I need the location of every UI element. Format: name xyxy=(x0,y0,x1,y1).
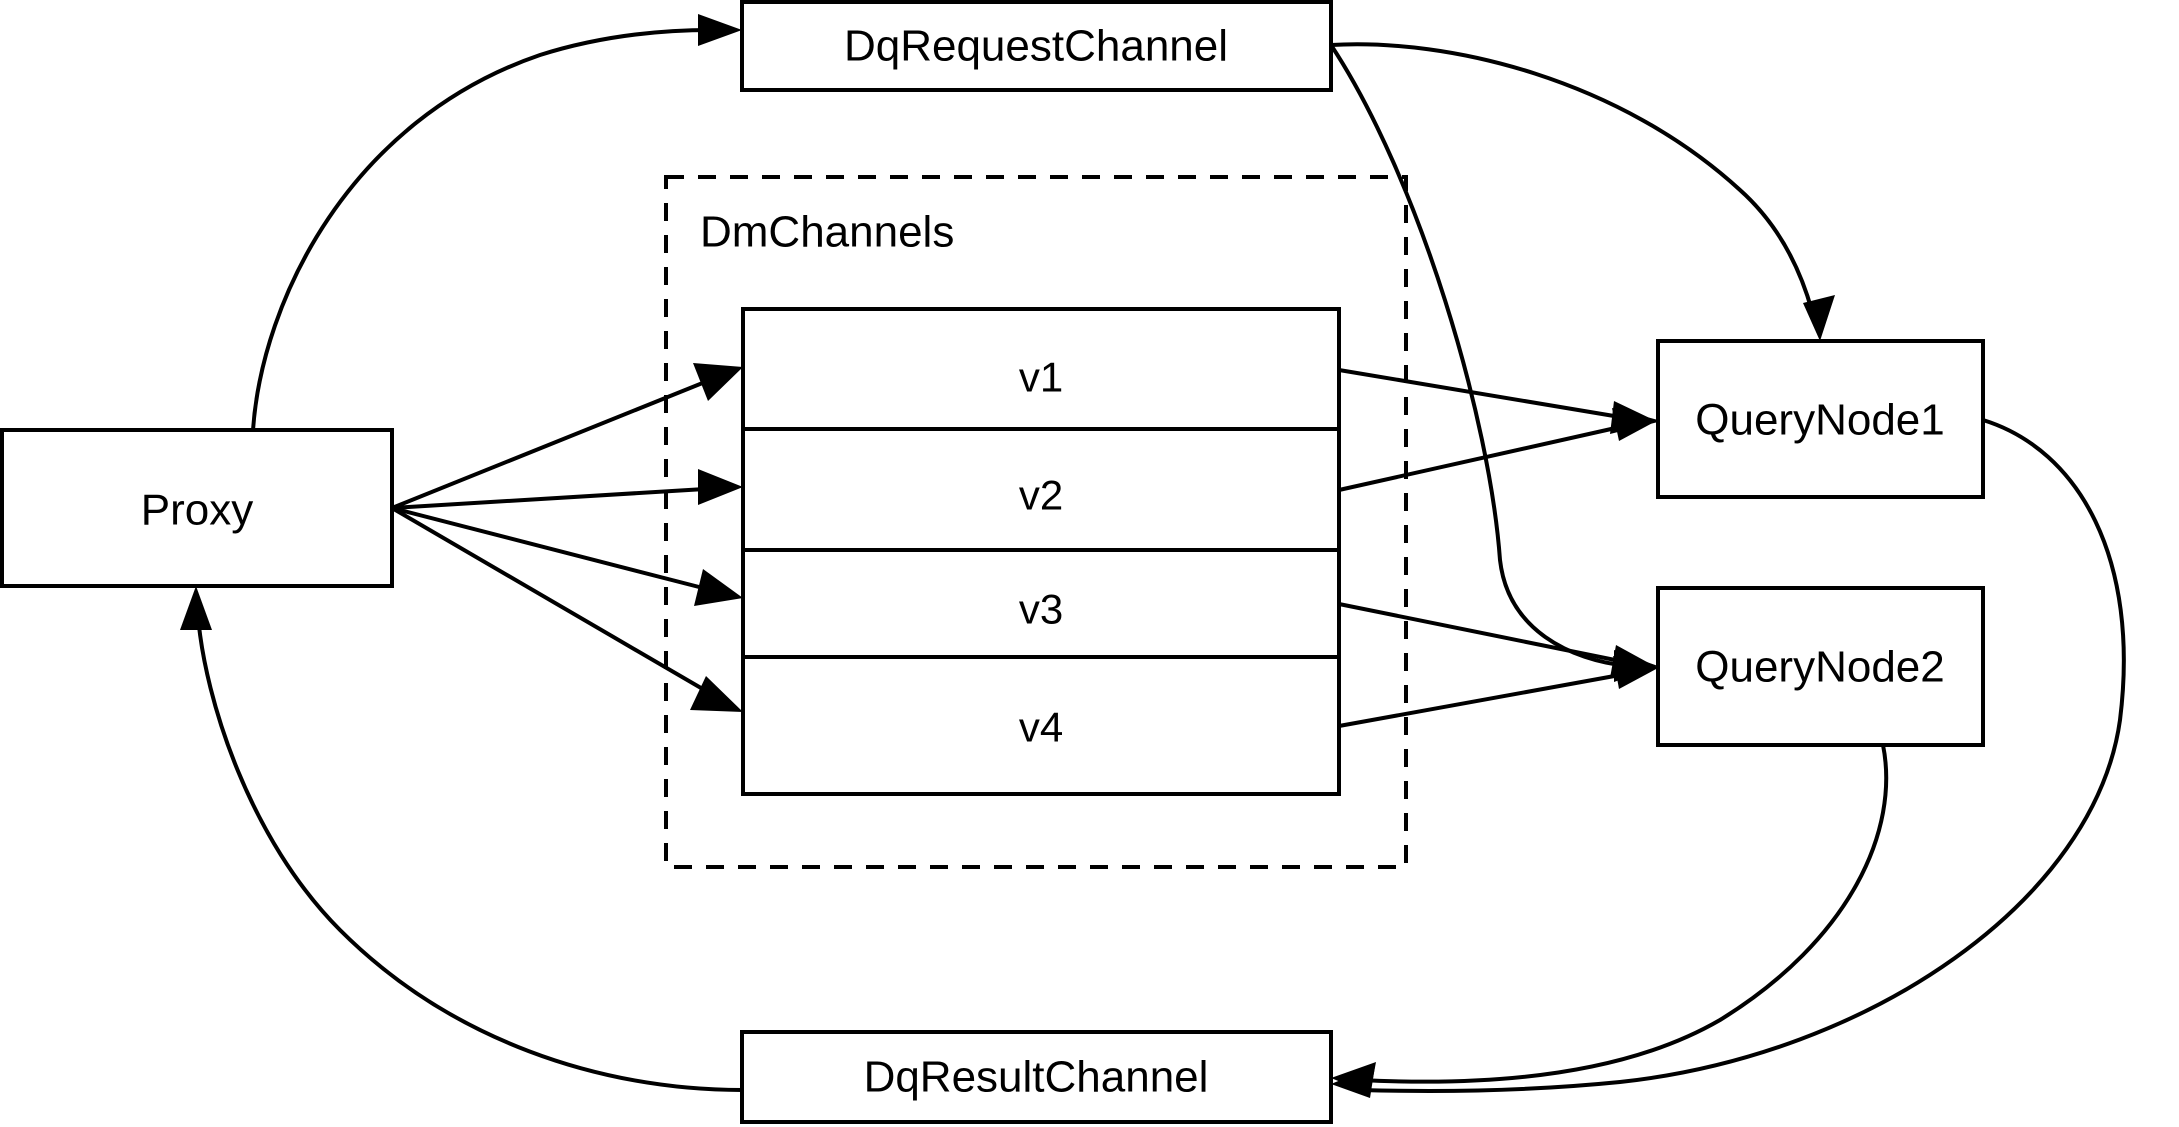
edge-v2-to-querynode1 xyxy=(1338,408,1658,492)
edge-v3-to-querynode2 xyxy=(1338,602,1658,678)
edge-proxy-to-v3 xyxy=(391,506,743,606)
arrowhead-icon xyxy=(180,586,212,630)
node-dq-result-channel-label: DqResultChannel xyxy=(864,1053,1209,1102)
vchannel-row-v2[interactable]: v2 xyxy=(1019,472,1063,519)
node-dq-request-channel-box[interactable] xyxy=(740,0,1333,92)
edge-dqrequestchannel-to-querynode2 xyxy=(1329,43,1658,682)
node-proxy-box[interactable] xyxy=(0,428,394,588)
edge-dqresultchannel-to-proxy xyxy=(180,586,743,1092)
edge-v1-to-querynode1 xyxy=(1338,368,1658,434)
node-dq-request-channel-label: DqRequestChannel xyxy=(844,22,1228,71)
edge-querynode2-to-dqresultchannel xyxy=(1331,744,1889,1094)
arrowhead-icon xyxy=(1331,1062,1376,1094)
vchannel-row-v3[interactable]: v3 xyxy=(1019,586,1063,633)
node-query-node-1-label: QueryNode1 xyxy=(1695,396,1944,445)
arrowhead-icon xyxy=(1613,656,1658,689)
node-query-node-2[interactable]: QueryNode2 xyxy=(1656,586,1985,747)
arrowhead-icon xyxy=(698,469,743,505)
edge-proxy-to-dqrequestchannel xyxy=(251,14,742,431)
vchannel-stack[interactable]: v1 v2 v3 v4 xyxy=(741,307,1341,796)
dmchannels-group: DmChannels xyxy=(664,175,1408,869)
node-dq-result-channel[interactable]: DqResultChannel xyxy=(740,1030,1333,1124)
edge-proxy-to-v1 xyxy=(391,363,743,510)
edge-querynode1-to-dqresultchannel xyxy=(1331,418,2126,1098)
dmchannels-group-label: DmChannels xyxy=(700,208,954,257)
edge-dqrequestchannel-to-querynode1 xyxy=(1330,42,1835,341)
node-query-node-1-box[interactable] xyxy=(1656,339,1985,499)
vchannel-row-v1[interactable]: v1 xyxy=(1019,354,1063,401)
node-query-node-2-box[interactable] xyxy=(1656,586,1985,747)
edge-proxy-to-v2 xyxy=(391,469,743,510)
arrowhead-icon xyxy=(694,569,743,606)
arrowhead-icon xyxy=(690,676,743,712)
node-proxy[interactable]: Proxy xyxy=(0,428,394,588)
edge-proxy-to-v4 xyxy=(390,506,743,712)
edge-v4-to-querynode2 xyxy=(1338,656,1658,728)
arrowhead-icon xyxy=(1803,295,1835,341)
arrowhead-icon xyxy=(1612,408,1658,441)
node-query-node-2-label: QueryNode2 xyxy=(1695,643,1944,692)
node-dq-result-channel-box[interactable] xyxy=(740,1030,1333,1124)
arrowhead-icon xyxy=(698,14,742,46)
node-proxy-label: Proxy xyxy=(141,486,253,535)
node-query-node-1[interactable]: QueryNode1 xyxy=(1656,339,1985,499)
vchannel-row-v4[interactable]: v4 xyxy=(1019,704,1063,751)
node-dq-request-channel[interactable]: DqRequestChannel xyxy=(740,0,1333,92)
arrowhead-icon xyxy=(693,363,743,401)
dmchannels-group-border xyxy=(664,175,1408,869)
